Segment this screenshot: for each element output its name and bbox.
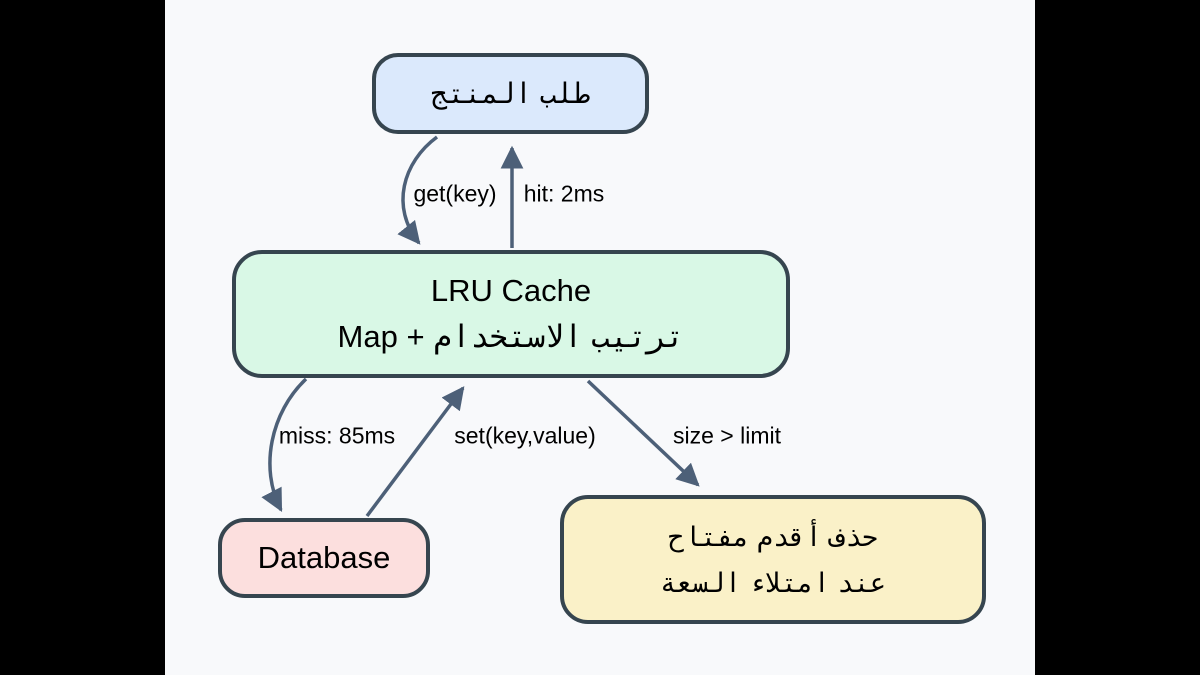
node-evict-line2: عند امتلاء السعة <box>659 567 887 598</box>
node-product-request: طلب المنتج <box>372 53 649 134</box>
node-product-request-label: طلب المنتج <box>430 78 591 109</box>
node-lru-cache-subtitle: Map + ترتيب الاستخدام <box>337 319 685 354</box>
node-evict-oldest-key: حذف أقدم مفتاح عند امتلاء السعة <box>560 495 986 624</box>
edge-label-hit-2ms: hit: 2ms <box>523 180 605 207</box>
node-lru-cache-title: LRU Cache <box>430 273 592 308</box>
node-database: Database <box>218 518 430 598</box>
edge-label-get-key: get(key) <box>413 180 497 207</box>
node-database-label: Database <box>257 540 391 575</box>
node-evict-line1: حذف أقدم مفتاح <box>667 521 879 552</box>
edge-label-size-limit: size > limit <box>673 422 781 449</box>
node-lru-cache: LRU Cache Map + ترتيب الاستخدام <box>232 250 790 378</box>
edge-label-set-key-value: set(key,value) <box>454 422 596 449</box>
edge-label-miss-85ms: miss: 85ms <box>278 422 396 449</box>
